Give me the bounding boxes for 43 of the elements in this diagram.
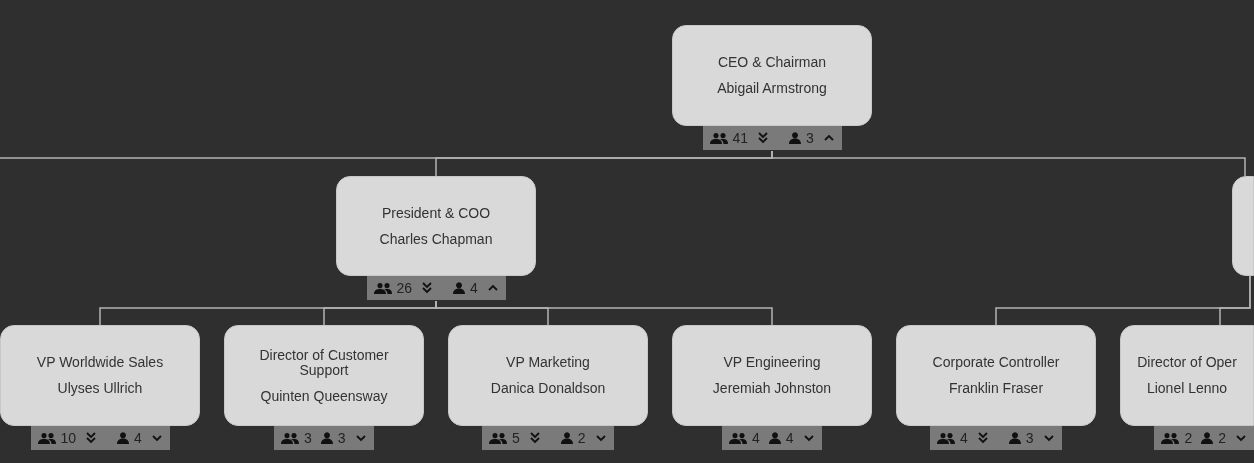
employee-card <box>896 325 1096 426</box>
person-name: Charles Chapman <box>379 231 493 247</box>
person-name: Abigail Armstrong <box>717 81 827 96</box>
total-count: 4 <box>960 430 968 446</box>
person-name: Lionel Lenno <box>1146 381 1228 396</box>
job-title: Director of Customer Support <box>258 347 390 378</box>
total-count: 41 <box>732 130 749 146</box>
employee-card <box>336 176 536 276</box>
job-title: VP Marketing <box>506 355 590 370</box>
connector-line <box>1219 275 1251 326</box>
employee-card <box>672 25 872 126</box>
total-count: 26 <box>396 280 413 296</box>
job-title: VP Worldwide Sales <box>36 355 164 370</box>
job-title: VP Engineering <box>723 355 821 370</box>
direct-count: 4 <box>470 280 478 296</box>
job-title: CEO & Chairman <box>717 55 827 70</box>
person-name: Jeremiah Johnston <box>712 381 832 396</box>
person-name: Franklin Fraser <box>948 381 1044 396</box>
employee-card <box>1120 325 1254 426</box>
job-title: Director of Oper <box>1137 355 1237 370</box>
direct-count: 2 <box>1218 430 1226 446</box>
direct-count: 2 <box>577 430 586 446</box>
employee-card <box>1232 176 1254 276</box>
direct-count: 3 <box>1025 430 1034 446</box>
total-count: 10 <box>60 430 77 446</box>
job-title: Corporate Controller <box>932 355 1060 370</box>
person-name: Ulyses Ullrich <box>57 381 143 396</box>
direct-count: 3 <box>806 130 814 146</box>
total-count: 5 <box>512 430 520 446</box>
job-title: President & COO <box>381 205 491 221</box>
employee-card <box>672 325 872 426</box>
connector-line <box>771 150 1246 177</box>
person-name: Danica Donaldson <box>490 381 606 396</box>
direct-count: 4 <box>785 430 794 446</box>
direct-count: 3 <box>337 430 346 446</box>
total-count: 4 <box>752 430 760 446</box>
employee-card <box>0 325 200 426</box>
employee-card <box>224 325 424 426</box>
total-count: 3 <box>304 430 312 446</box>
total-count: 2 <box>1184 430 1193 446</box>
employee-card <box>448 325 648 426</box>
direct-count: 4 <box>134 430 142 446</box>
person-name: Quinten Queensway <box>260 388 388 404</box>
